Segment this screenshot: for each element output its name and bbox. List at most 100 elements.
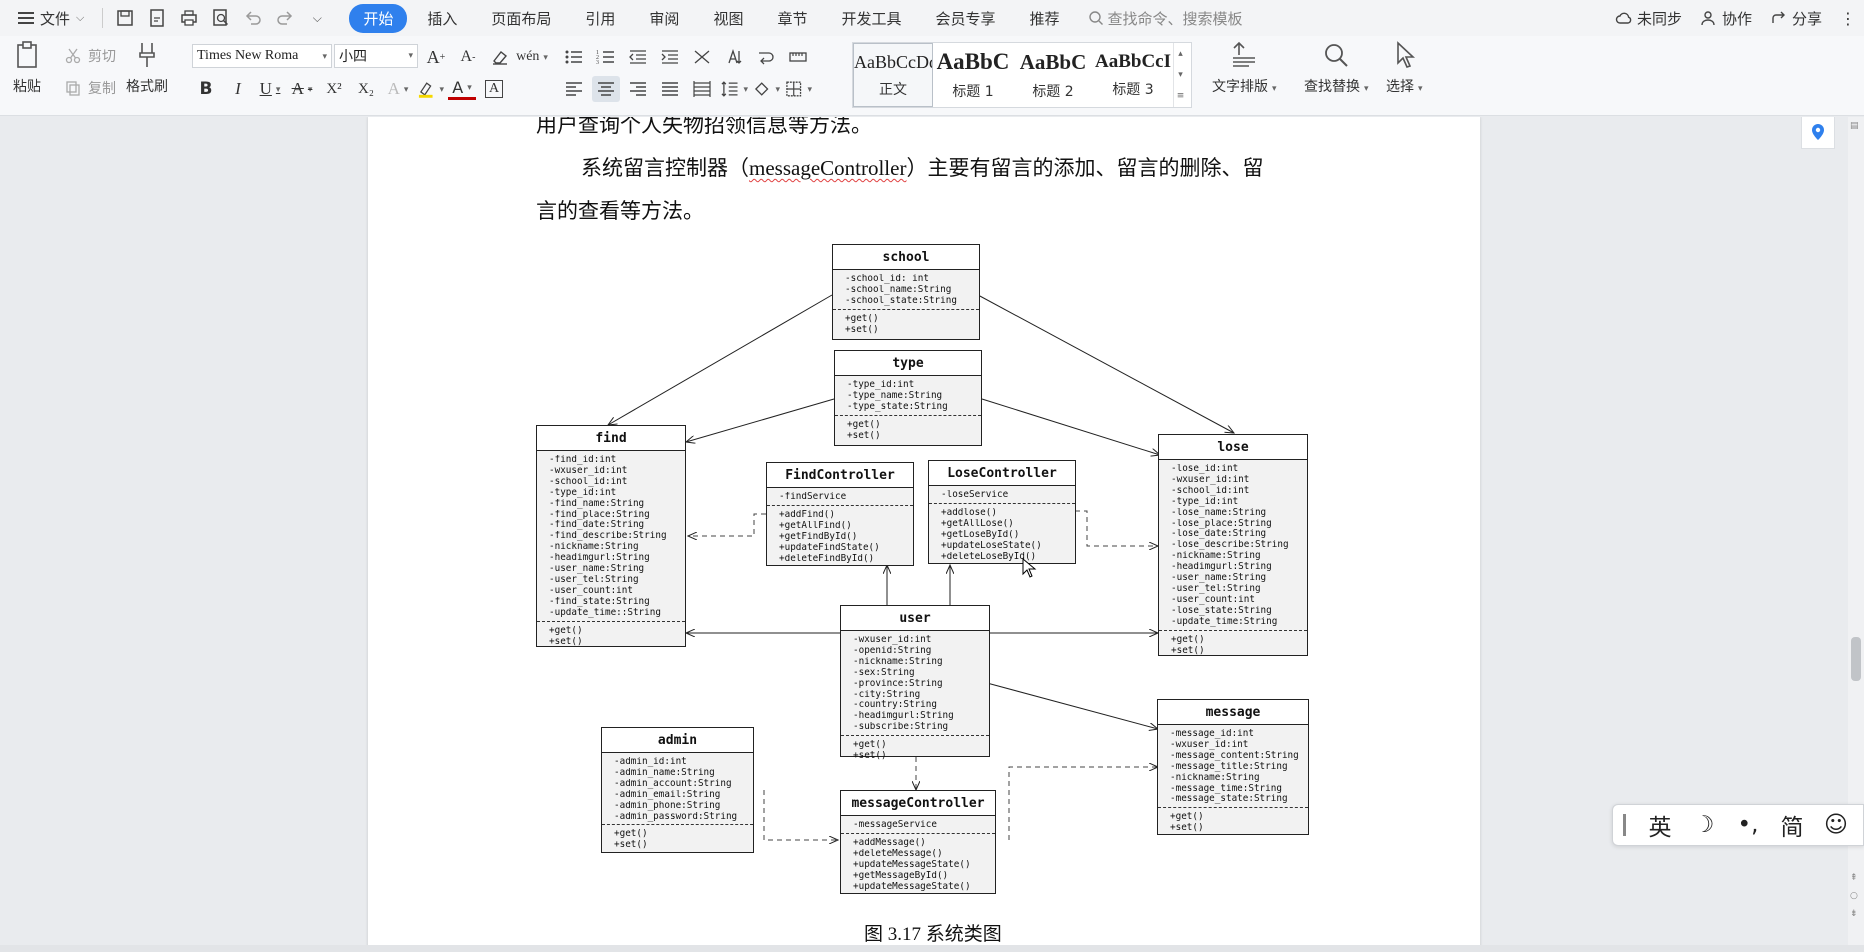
sync-status[interactable]: 未同步	[1615, 8, 1682, 29]
text-effect-icon[interactable]: A▾	[387, 79, 409, 98]
emoji-icon[interactable]: ☺	[1824, 812, 1848, 838]
align-center-icon[interactable]	[592, 76, 620, 102]
sort-icon[interactable]	[720, 44, 748, 70]
tab-chapter[interactable]: 章节	[777, 9, 808, 28]
tab-recommend[interactable]: 推荐	[1029, 9, 1060, 28]
font-color-icon[interactable]: A▾	[448, 78, 476, 100]
font-family-select[interactable]: Times New Roma▾	[192, 44, 332, 68]
char-border-icon[interactable]: A	[480, 76, 508, 102]
style-heading-3[interactable]: AaBbCcI 标题 3	[1093, 43, 1173, 107]
increase-font-icon[interactable]: A+	[426, 46, 446, 67]
vertical-scrollbar[interactable]: ▤ ⇞ ○ ⇟	[1848, 117, 1864, 952]
punctuation-icon[interactable]: •,	[1737, 812, 1759, 838]
bold-icon[interactable]: B	[199, 79, 213, 99]
uml-class-admin[interactable]: admin -admin_id:int -admin_name:String -…	[601, 727, 754, 853]
tab-developer[interactable]: 开发工具	[841, 9, 902, 28]
line-break-icon[interactable]	[752, 44, 780, 70]
select-browse-icon[interactable]: ○	[1850, 891, 1858, 901]
command-search[interactable]: 查找命令、搜索模板	[1088, 8, 1243, 29]
tab-member[interactable]: 会员专享	[935, 9, 996, 28]
underline-icon[interactable]: U▾	[259, 79, 281, 98]
undo-icon[interactable]	[239, 4, 267, 32]
document-workspace[interactable]: 用户查询个人失物招领信息等方法。 系统留言控制器（messageControll…	[0, 117, 1864, 952]
font-size-select[interactable]: 小四▾	[334, 44, 418, 68]
find-replace-button[interactable]: 查找替换▾	[1304, 40, 1369, 96]
text-layout-button[interactable]: 文字排版▾	[1212, 40, 1277, 96]
uml-class-findcontroller[interactable]: FindController -findService +addFind() +…	[766, 462, 914, 566]
chevron-down-icon[interactable]: ▾	[1178, 69, 1183, 80]
increase-indent-icon[interactable]	[656, 44, 684, 70]
format-painter-button[interactable]: 格式刷	[126, 40, 168, 96]
uml-class-message[interactable]: message -message_id:int -wxuser_id:int -…	[1157, 699, 1309, 835]
more-chevron-icon[interactable]: ⌵	[312, 10, 322, 25]
field: -message_state:String	[1170, 794, 1288, 805]
tab-insert[interactable]: 插入	[427, 9, 458, 28]
align-right-icon[interactable]	[624, 76, 652, 102]
style-normal[interactable]: AaBbCcDd 正文	[853, 43, 933, 107]
justify-icon[interactable]	[656, 76, 684, 102]
collab-button[interactable]: 协作	[1700, 8, 1752, 29]
line-spacing-icon[interactable]: ▾	[720, 76, 748, 102]
more-icon[interactable]: ⋮	[1840, 8, 1856, 28]
field: -user_count:int	[1171, 594, 1255, 605]
expand-icon[interactable]: ≡	[1176, 91, 1185, 102]
shading-icon[interactable]: ▾	[752, 76, 780, 102]
chinese-layout-icon[interactable]	[688, 44, 716, 70]
decrease-indent-icon[interactable]	[624, 44, 652, 70]
distribute-icon[interactable]	[688, 76, 716, 102]
tab-home[interactable]: 开始	[349, 3, 408, 33]
moon-icon[interactable]: ☽	[1693, 812, 1715, 838]
save-icon[interactable]	[111, 4, 139, 32]
superscript-icon[interactable]: X²	[326, 80, 342, 97]
location-pin-icon[interactable]	[1801, 117, 1835, 149]
field: -nickname:String	[1170, 772, 1260, 783]
align-left-icon[interactable]	[560, 76, 588, 102]
bullet-list-icon[interactable]	[560, 44, 588, 70]
prev-page-icon[interactable]: ⇞	[1850, 873, 1858, 883]
tab-view[interactable]: 视图	[713, 9, 744, 28]
cut-button[interactable]: 剪切	[64, 46, 116, 66]
phonetic-guide-icon[interactable]: wén▾	[516, 49, 548, 64]
chevron-up-icon[interactable]: ▴	[1178, 48, 1183, 59]
uml-class-messagecontroller[interactable]: messageController -messageService +addMe…	[840, 790, 996, 894]
svg-text:3: 3	[596, 60, 599, 66]
ime-language-toggle[interactable]: 英	[1648, 815, 1672, 841]
drag-handle[interactable]	[1623, 814, 1626, 836]
share-button[interactable]: 分享	[1770, 8, 1822, 29]
italic-icon[interactable]: I	[235, 79, 241, 98]
style-heading-1[interactable]: AaBbC 标题 1	[933, 43, 1013, 107]
subscript-icon[interactable]: X₂	[357, 80, 375, 97]
tab-review[interactable]: 审阅	[649, 9, 680, 28]
document-page[interactable]: 用户查询个人失物招领信息等方法。 系统留言控制器（messageControll…	[368, 117, 1480, 952]
uml-class-user[interactable]: user -wxuser_id:int -openid:String -nick…	[840, 605, 990, 761]
strikethrough-icon[interactable]: A▾	[291, 79, 313, 98]
uml-class-find[interactable]: find -find_id:int -wxuser_id:int -school…	[536, 425, 686, 647]
print-icon[interactable]	[175, 4, 203, 32]
highlight-icon[interactable]: ▾	[416, 76, 444, 102]
scrollbar-thumb[interactable]	[1851, 637, 1861, 681]
next-page-icon[interactable]: ⇟	[1850, 909, 1858, 919]
copy-button[interactable]: 复制	[64, 78, 116, 98]
tab-page-layout[interactable]: 页面布局	[491, 9, 552, 28]
styles-scroll[interactable]: ▴ ▾ ≡	[1173, 43, 1187, 107]
print-preview-icon[interactable]	[207, 4, 235, 32]
redo-icon[interactable]	[271, 4, 299, 32]
decrease-font-icon[interactable]: A-	[460, 48, 476, 65]
uml-class-lose[interactable]: lose -lose_id:int -wxuser_id:int -school…	[1158, 434, 1308, 656]
tab-references[interactable]: 引用	[585, 9, 616, 28]
uml-class-losecontroller[interactable]: LoseController -loseService +addlose() +…	[928, 460, 1076, 564]
style-heading-2[interactable]: AaBbC 标题 2	[1013, 43, 1093, 107]
tab-ruler-icon[interactable]	[784, 44, 812, 70]
ime-simplified-toggle[interactable]: 简	[1780, 815, 1804, 841]
uml-class-school[interactable]: school -school_id: int -school_name:Stri…	[832, 244, 980, 340]
file-menu[interactable]: 文件 ⌵	[0, 0, 96, 36]
paste-button[interactable]: 粘贴	[12, 40, 42, 96]
class-methods: +get() +set()	[835, 416, 981, 444]
scroll-page-icon[interactable]: ▤	[1850, 121, 1859, 131]
select-button[interactable]: 选择▾	[1386, 40, 1423, 96]
clear-format-icon[interactable]	[486, 44, 514, 70]
uml-class-type[interactable]: type -type_id:int -type_name:String -typ…	[834, 350, 982, 446]
borders-icon[interactable]: ▾	[784, 76, 812, 102]
export-pdf-icon[interactable]	[143, 4, 171, 32]
